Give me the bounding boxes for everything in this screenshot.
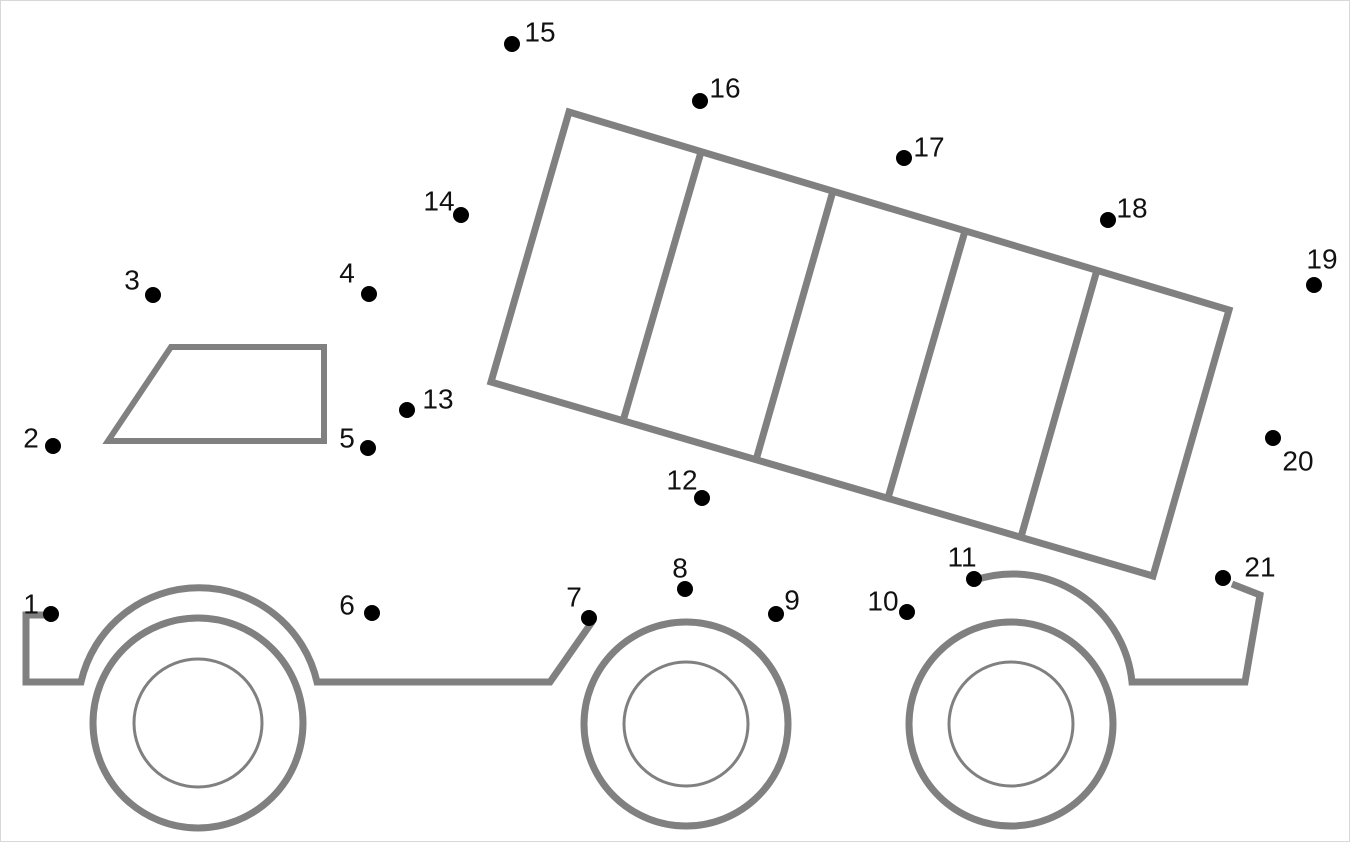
dot-number-label-10: 10 xyxy=(867,586,898,617)
puzzle-dot-6[interactable] xyxy=(364,605,380,621)
dot-number-label-3: 3 xyxy=(124,265,140,296)
dump-bed-divider xyxy=(752,190,837,461)
puzzle-dot-15[interactable] xyxy=(504,36,520,52)
dot-number-label-12: 12 xyxy=(666,465,697,496)
puzzle-dot-14[interactable] xyxy=(453,207,469,223)
dump-bed-divider xyxy=(619,151,705,422)
chassis-rear-fender xyxy=(973,570,1264,686)
cab-window-shape xyxy=(102,344,327,444)
wheel-outer-circle xyxy=(905,618,1117,830)
puzzle-dot-20[interactable] xyxy=(1265,430,1281,446)
dot-number-label-11: 11 xyxy=(947,542,976,573)
wheel-outer-circle xyxy=(89,614,307,832)
dot-number-label-16: 16 xyxy=(709,73,740,104)
dot-number-label-19: 19 xyxy=(1306,244,1337,275)
dump-bed-divider xyxy=(884,230,969,499)
puzzle-dot-16[interactable] xyxy=(692,93,708,109)
dot-number-label-20: 20 xyxy=(1282,446,1313,477)
puzzle-dot-17[interactable] xyxy=(896,150,912,166)
dot-number-label-5: 5 xyxy=(339,423,355,454)
dot-number-label-1: 1 xyxy=(23,589,39,620)
puzzle-dot-13[interactable] xyxy=(399,402,415,418)
puzzle-dot-21[interactable] xyxy=(1215,570,1231,586)
puzzle-dot-18[interactable] xyxy=(1100,212,1116,228)
dot-number-label-2: 2 xyxy=(23,423,39,454)
puzzle-dot-11[interactable] xyxy=(966,571,982,587)
puzzle-dot-12[interactable] xyxy=(694,490,710,506)
puzzle-dot-8[interactable] xyxy=(677,581,693,597)
dot-number-label-15: 15 xyxy=(524,17,555,48)
puzzle-dot-7[interactable] xyxy=(581,610,597,626)
dot-number-label-6: 6 xyxy=(339,590,355,621)
puzzle-dot-19[interactable] xyxy=(1306,277,1322,293)
puzzle-dot-2[interactable] xyxy=(45,438,61,454)
dot-number-label-4: 4 xyxy=(339,258,355,289)
puzzle-dot-1[interactable] xyxy=(43,606,59,622)
dot-number-label-7: 7 xyxy=(566,582,582,613)
chassis-front-fender xyxy=(22,584,595,686)
dot-number-label-9: 9 xyxy=(784,585,800,616)
wheel-inner-circle xyxy=(622,660,750,788)
puzzle-dot-9[interactable] xyxy=(768,606,784,622)
dot-number-label-8: 8 xyxy=(672,553,688,584)
dot-number-label-21: 21 xyxy=(1244,552,1275,583)
dot-number-label-17: 17 xyxy=(913,132,944,163)
puzzle-dot-5[interactable] xyxy=(360,440,376,456)
puzzle-dot-4[interactable] xyxy=(361,286,377,302)
dot-number-label-13: 13 xyxy=(422,384,453,415)
dump-bed-outline xyxy=(486,107,1234,581)
wheel-outer-circle xyxy=(580,618,792,830)
dot-number-label-18: 18 xyxy=(1116,193,1147,224)
puzzle-dot-3[interactable] xyxy=(145,287,161,303)
wheel-inner-circle xyxy=(947,660,1075,788)
dot-number-label-14: 14 xyxy=(423,186,454,217)
dump-bed-divider xyxy=(1017,269,1101,538)
puzzle-dot-10[interactable] xyxy=(899,604,915,620)
truck-line-art xyxy=(22,107,1264,832)
wheel-inner-circle xyxy=(132,657,264,789)
